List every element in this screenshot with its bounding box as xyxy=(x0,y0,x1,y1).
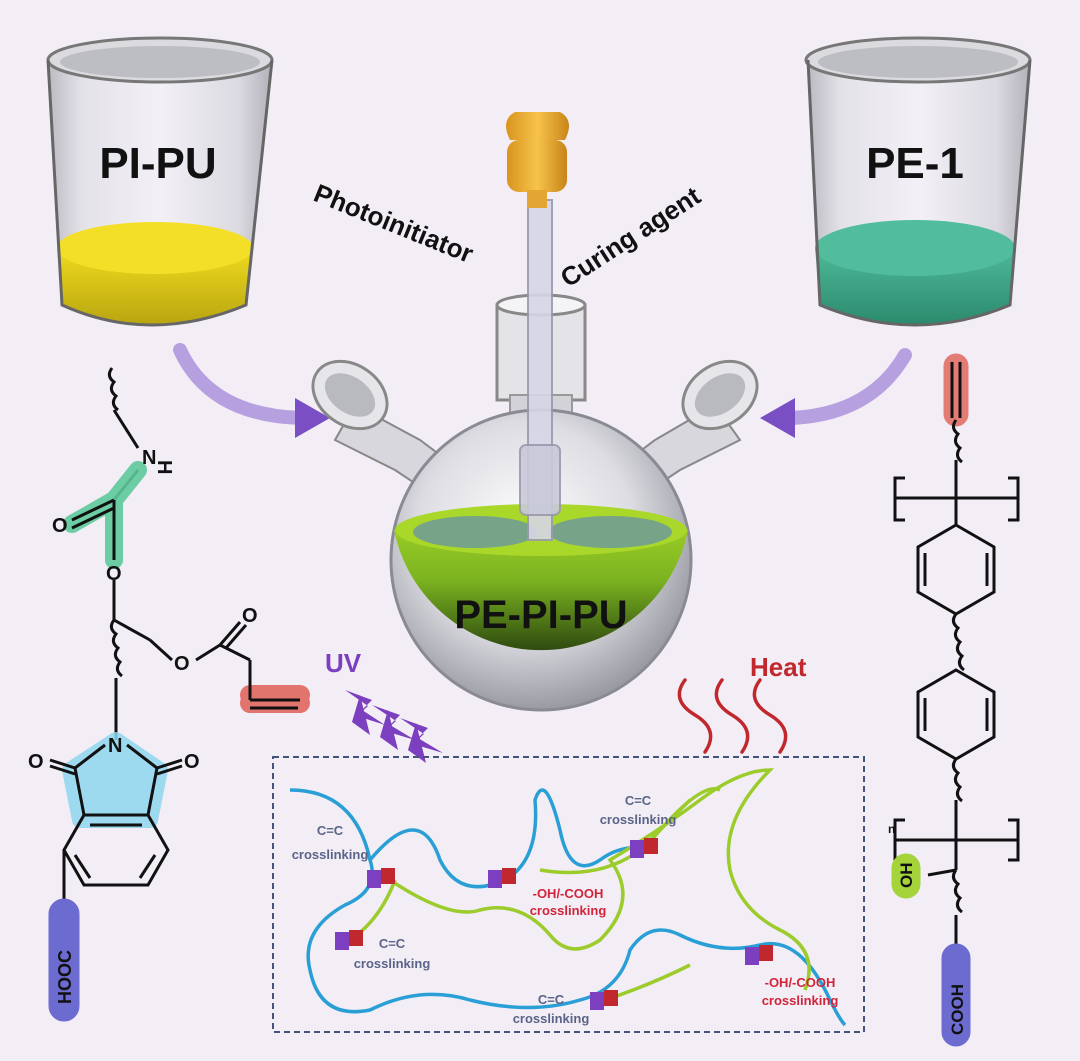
right-beaker-label: PE-1 xyxy=(866,139,964,188)
pi-pu-atom-labels: N H O O O O N O O HOOC xyxy=(28,447,258,1004)
cc-label-1b: crosslinking xyxy=(292,847,369,862)
crosslink-node xyxy=(590,990,618,1010)
atom-n-imide: N xyxy=(108,735,122,757)
dropper-bulb-icon xyxy=(506,112,569,208)
atom-o-imide-right: O xyxy=(184,751,200,773)
crosslink-node xyxy=(630,838,658,858)
ohcooh-label-1b: crosslinking xyxy=(530,903,607,918)
right-flow-arrow xyxy=(783,348,912,425)
crosslink-node xyxy=(488,868,516,888)
cc-label-3: C=C xyxy=(379,936,406,951)
crosslink-node xyxy=(745,945,773,965)
atom-o-side-ester: O xyxy=(174,653,190,675)
hooc-group: HOOC xyxy=(55,950,75,1004)
heat-label: Heat xyxy=(750,652,807,682)
uv-label: UV xyxy=(325,648,362,678)
cc-label-2: C=C xyxy=(625,793,652,808)
left-beaker: PI-PU xyxy=(46,36,274,327)
atom-h: H xyxy=(153,460,175,474)
cc-label-2b: crosslinking xyxy=(600,812,677,827)
crosslink-node xyxy=(367,868,395,888)
atom-o-carbonyl: O xyxy=(52,515,68,537)
left-arrow-head xyxy=(295,398,330,438)
uv-lightning-icons xyxy=(345,690,443,763)
crosslink-node xyxy=(335,930,363,950)
ohcooh-label-2: -OH/-COOH xyxy=(765,975,836,990)
flask-label: PE-PI-PU xyxy=(454,593,627,637)
pi-pu-structure xyxy=(48,367,310,1022)
left-beaker-label: PI-PU xyxy=(99,139,216,188)
three-neck-flask: PE-PI-PU xyxy=(311,112,759,712)
left-flow-arrow xyxy=(173,343,307,425)
crosslink-network: C=C crosslinking C=C crosslinking C=C cr… xyxy=(272,756,865,1033)
atom-o-ester: O xyxy=(106,563,122,585)
cooh-group: COOH xyxy=(948,984,967,1035)
curing-agent-label: Curing agent xyxy=(555,180,706,293)
photoinitiator-label: Photoinitiator xyxy=(310,178,478,269)
cc-label-4b: crosslinking xyxy=(513,1011,590,1026)
heat-wave-icons xyxy=(677,678,788,754)
ohcooh-label-1: -OH/-COOH xyxy=(533,886,604,901)
right-arrow-head xyxy=(760,398,795,438)
cc-label-3b: crosslinking xyxy=(354,956,431,971)
hydroxyl-group: OH xyxy=(897,863,916,889)
cc-label-1: C=C xyxy=(317,823,344,838)
right-beaker: PE-1 xyxy=(804,36,1032,327)
atom-o-side-carbonyl: O xyxy=(242,605,258,627)
atom-o-imide-left: O xyxy=(28,751,44,773)
atom-n: N xyxy=(142,447,156,469)
ohcooh-label-2b: crosslinking xyxy=(762,993,839,1008)
pe-1-structure xyxy=(891,353,1020,1047)
cc-label-4: C=C xyxy=(538,992,565,1007)
repeat-n-label: n xyxy=(888,822,895,836)
pe-1-atom-labels: OH COOH n xyxy=(888,822,967,1035)
